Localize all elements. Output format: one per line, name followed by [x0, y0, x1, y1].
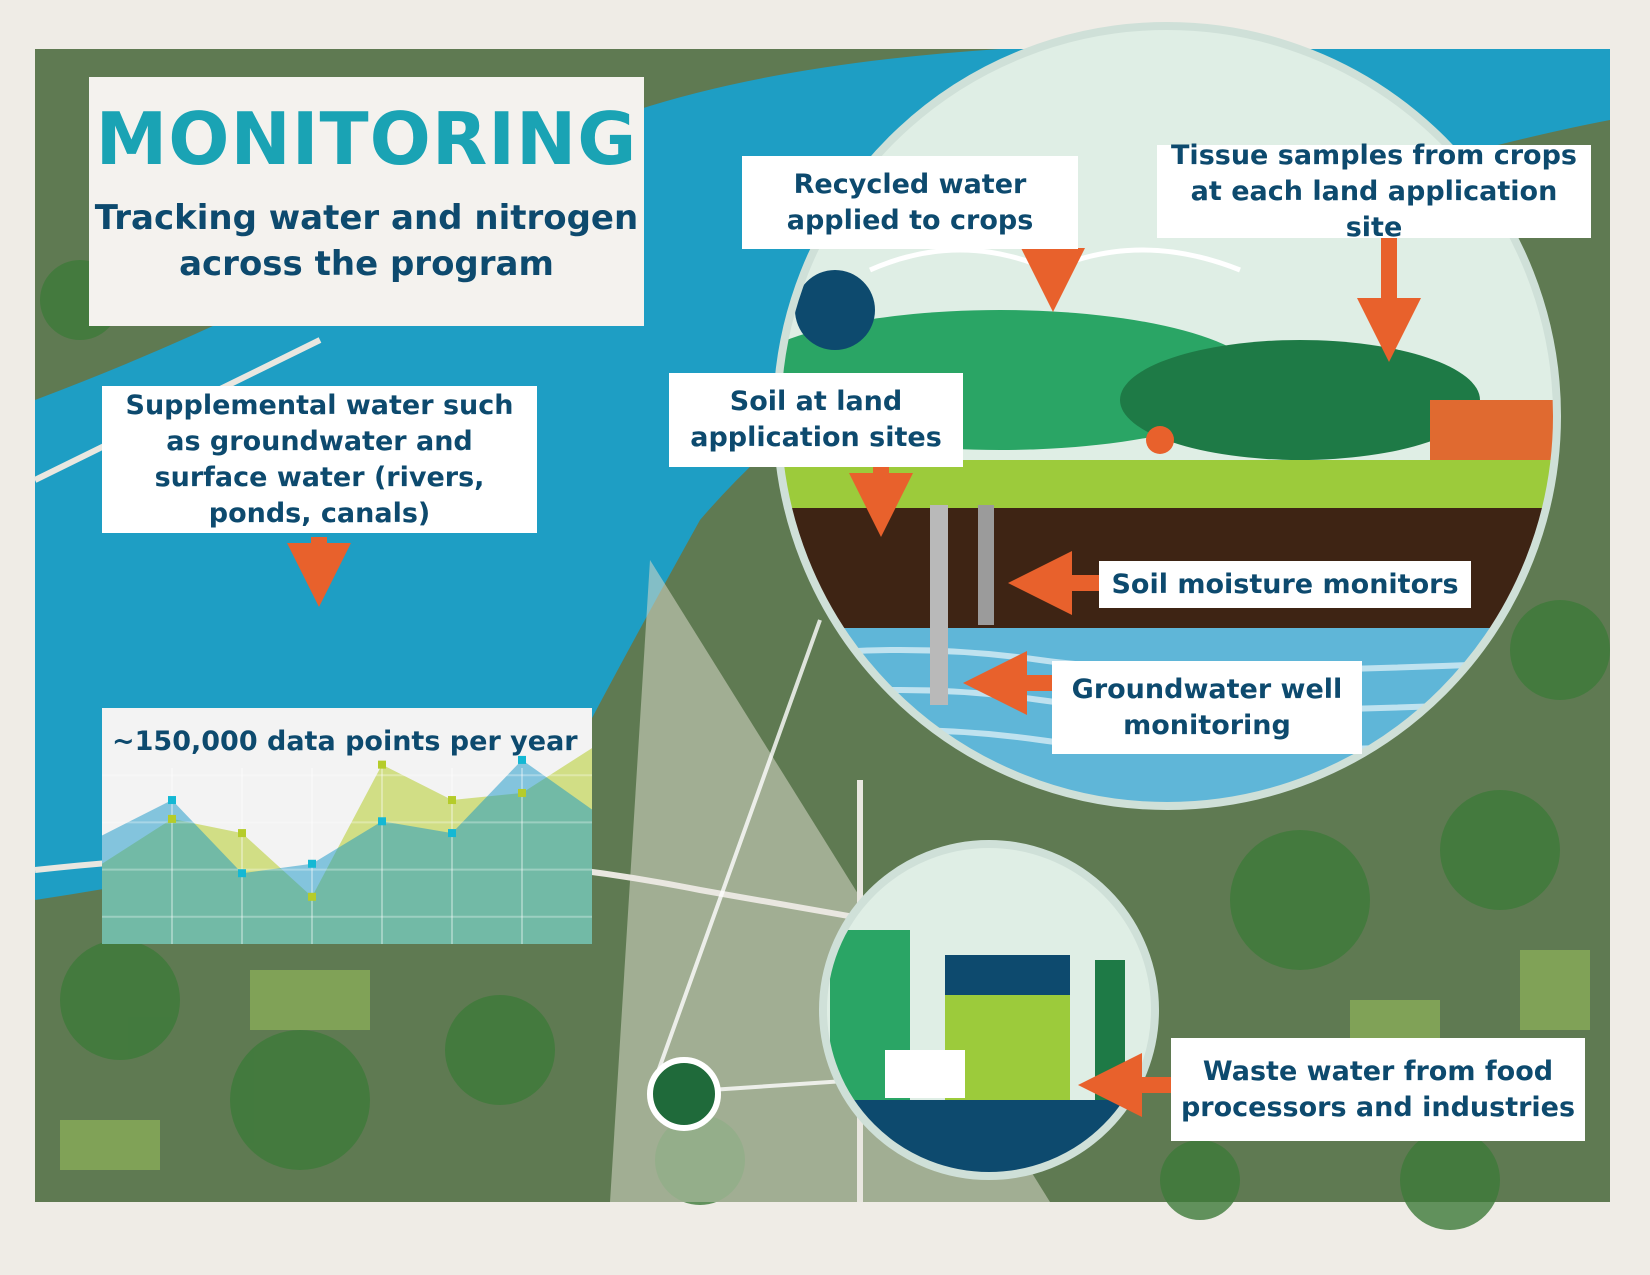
chart-title: ~150,000 data points per year — [112, 726, 578, 757]
data-point-green — [168, 814, 176, 823]
label-waste-water: Waste water from food processors and ind… — [1171, 1038, 1585, 1141]
label-soil-moisture: Soil moisture monitors — [1099, 561, 1471, 608]
subtitle-line-1: Tracking water and nitrogen — [94, 198, 639, 238]
farmer — [1146, 426, 1174, 454]
data-point-blue — [238, 869, 246, 878]
data-chart: ~150,000 data points per year — [102, 708, 592, 944]
soil-moisture-probe — [978, 505, 994, 625]
label-supplemental-water: Supplemental water such as groundwater a… — [102, 386, 537, 533]
data-point-green — [238, 829, 246, 838]
data-point-blue — [168, 796, 176, 805]
label-tissue-samples: Tissue samples from crops at each land a… — [1157, 140, 1591, 243]
farmhouse — [1430, 400, 1557, 460]
data-point-green — [378, 760, 386, 769]
data-point-green — [308, 892, 316, 901]
location-marker — [647, 1057, 721, 1131]
label-groundwater: Groundwater well monitoring — [1052, 661, 1362, 754]
data-point-blue — [518, 755, 526, 764]
chart-plot — [102, 748, 592, 944]
label-recycled-water: Recycled water applied to crops — [742, 156, 1078, 249]
data-point-blue — [448, 829, 456, 838]
title-panel: MONITORING Tracking water and nitrogen a… — [89, 77, 644, 326]
subtitle-line-2: across the program — [179, 244, 554, 284]
page-title: MONITORING — [95, 97, 638, 181]
arrows — [287, 238, 1421, 1117]
groundwater-well — [930, 505, 948, 705]
data-point-green — [448, 796, 456, 805]
data-point-green — [518, 788, 526, 797]
data-point-blue — [308, 859, 316, 868]
data-point-blue — [378, 817, 386, 826]
delivery-truck — [885, 1050, 965, 1098]
area-series-blue — [102, 759, 592, 944]
label-soil: Soil at land application sites — [669, 373, 963, 467]
